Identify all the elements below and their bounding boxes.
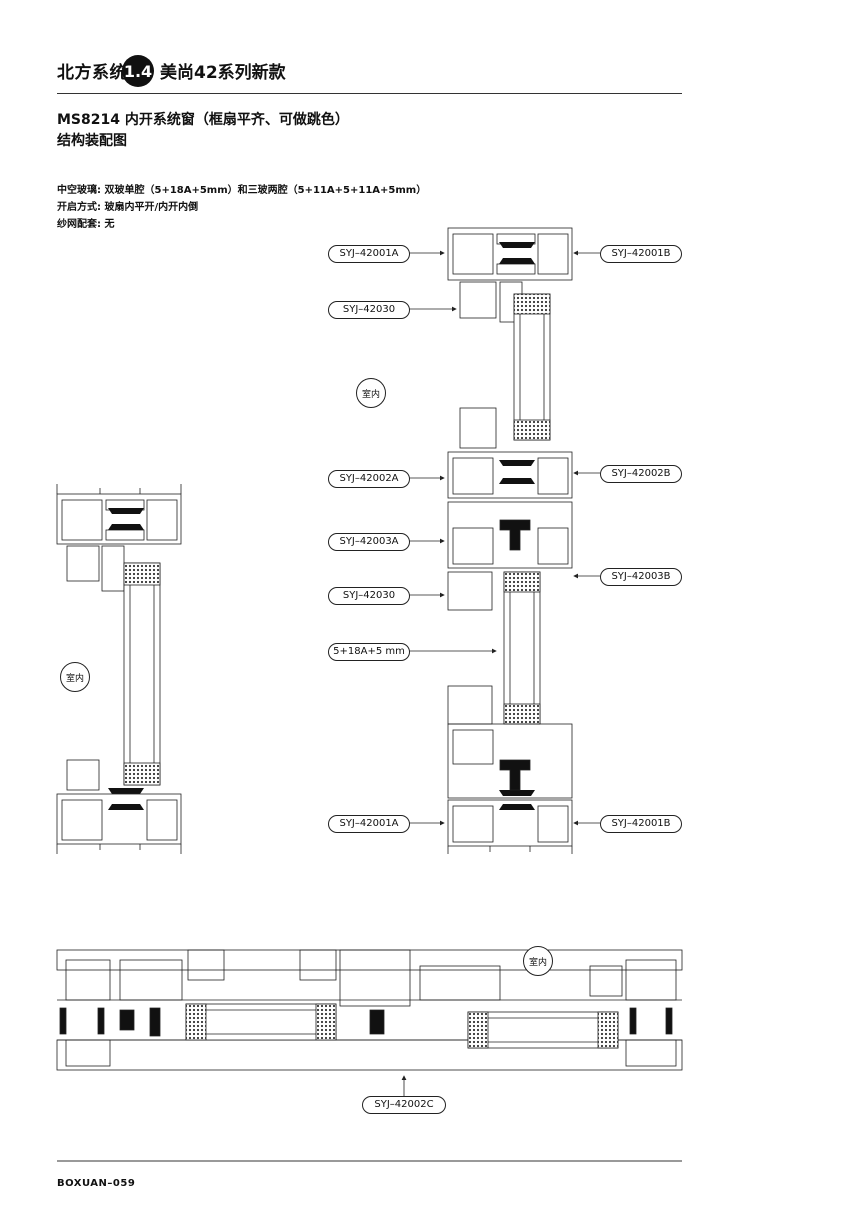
part-label-42001a-bottom: SYJ–42001A	[328, 815, 410, 833]
part-label-42003a: SYJ–42003A	[328, 533, 410, 551]
product-series-title: 美尚42系列新款	[160, 63, 286, 83]
spec-opening: 开启方式: 玻扇内平开/内开内倒	[57, 202, 199, 213]
right-section-mullion	[447, 407, 573, 611]
indoor-marker-horizontal: 室内	[523, 946, 553, 976]
leader-lines	[401, 250, 600, 1098]
part-label-glass-spec: 5+18A+5 mm	[328, 643, 410, 661]
part-label-42003b: SYJ–42003B	[600, 568, 682, 586]
part-label-42001a-top: SYJ–42001A	[328, 245, 410, 263]
section-number-badge: 1.4	[122, 55, 154, 87]
indoor-marker-right: 室内	[356, 378, 386, 408]
part-label-42030-top: SYJ–42030	[328, 301, 410, 319]
left-section-top-frame	[56, 484, 182, 592]
spec-screen: 纱网配套: 无	[57, 219, 115, 230]
indoor-marker-left: 室内	[60, 662, 90, 692]
series-label: 北方系统	[57, 63, 127, 83]
left-section-bottom-frame	[56, 759, 182, 854]
right-section-bottom-frame	[447, 685, 573, 854]
page-subtitle: 结构装配图	[57, 133, 127, 149]
header-rule	[57, 93, 682, 94]
horizontal-glass-right	[467, 1011, 619, 1049]
horizontal-glass-left	[185, 1003, 337, 1041]
part-label-42002c: SYJ–42002C	[362, 1096, 446, 1114]
right-glass-lower	[503, 571, 541, 725]
left-glass-unit	[123, 562, 161, 786]
horizontal-section	[56, 949, 683, 1071]
spec-glass: 中空玻璃: 双玻单腔（5+18A+5mm）和三玻两腔（5+11A+5+11A+5…	[57, 185, 427, 196]
page-footer-code: BOXUAN–059	[57, 1178, 136, 1189]
part-label-42001b-bottom: SYJ–42001B	[600, 815, 682, 833]
part-label-42002a: SYJ–42002A	[328, 470, 410, 488]
part-label-42002b: SYJ–42002B	[600, 465, 682, 483]
page-title: MS8214 内开系统窗（框扇平齐、可做跳色）	[57, 112, 349, 128]
right-glass-upper	[513, 293, 551, 441]
part-label-42030-lower: SYJ–42030	[328, 587, 410, 605]
part-label-42001b-top: SYJ–42001B	[600, 245, 682, 263]
